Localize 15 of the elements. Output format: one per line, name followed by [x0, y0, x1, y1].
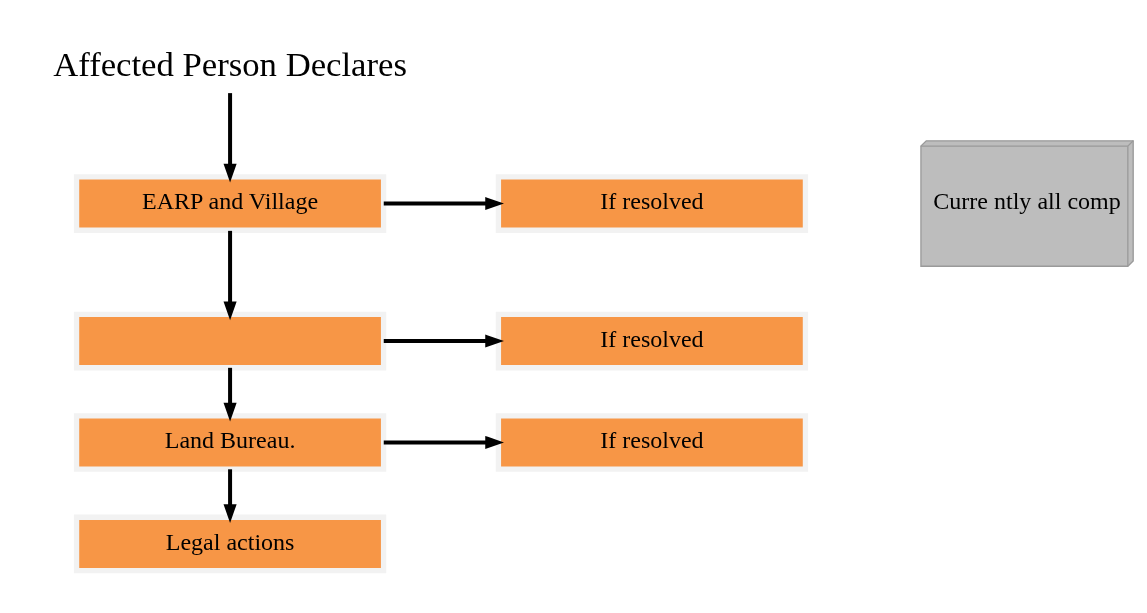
- node-text: Affected Person Declares: [53, 44, 407, 84]
- node-box: Land Bureau.: [73, 412, 387, 472]
- arrow: [383, 334, 504, 348]
- arrow: [223, 367, 237, 422]
- arrow: [383, 196, 504, 210]
- node-box: If resolved: [495, 412, 809, 472]
- arrow: [223, 468, 237, 523]
- arrow: [223, 230, 237, 320]
- node-box: EARP and Village: [73, 173, 387, 233]
- arrow: [383, 435, 504, 449]
- node-box: If resolved: [495, 173, 809, 233]
- node-box: Legal actions: [73, 514, 387, 573]
- node-box: If resolved: [495, 311, 809, 370]
- arrow: [223, 92, 237, 182]
- node-box: [73, 311, 387, 370]
